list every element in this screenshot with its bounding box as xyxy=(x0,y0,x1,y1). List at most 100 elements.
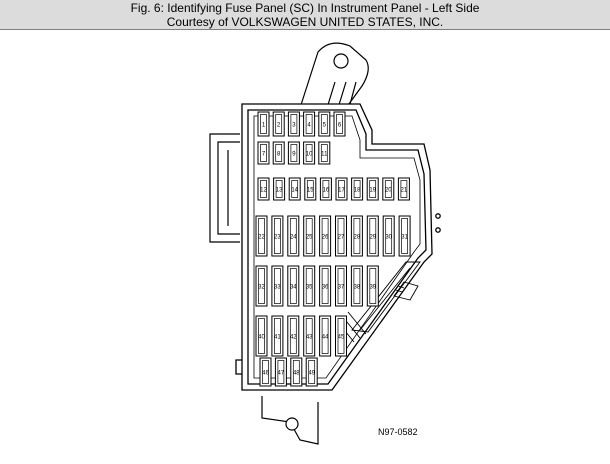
fuse-8: 8 xyxy=(272,141,285,165)
fuse-44: 44 xyxy=(319,315,332,357)
fuse-label: 4 xyxy=(307,123,311,129)
fuse-label: 38 xyxy=(354,285,361,291)
fuse-14: 14 xyxy=(288,177,301,201)
fuse-41: 41 xyxy=(271,315,284,357)
fuse-label: 42 xyxy=(290,335,297,341)
fuse-label: 48 xyxy=(293,371,300,377)
fuse-15: 15 xyxy=(304,177,317,201)
fuse-30: 30 xyxy=(382,215,395,257)
fuse-11: 11 xyxy=(318,141,331,165)
fuse-label: 12 xyxy=(260,188,267,194)
fuse-40: 40 xyxy=(255,315,268,357)
fuse-28: 28 xyxy=(350,215,363,257)
fuse-label: 9 xyxy=(292,152,296,158)
figure-caption: Fig. 6: Identifying Fuse Panel (SC) In I… xyxy=(0,0,610,30)
fuse-7: 7 xyxy=(257,141,270,165)
fuse-2: 2 xyxy=(272,111,285,137)
fuse-label: 44 xyxy=(322,335,329,341)
fuse-label: 10 xyxy=(306,152,313,158)
fuse-38: 38 xyxy=(350,265,363,307)
fuse-label: 6 xyxy=(338,123,342,129)
bottom-mount-tab xyxy=(261,396,319,445)
fuse-label: 13 xyxy=(276,188,283,194)
fuse-label: 28 xyxy=(354,235,361,241)
fuse-37: 37 xyxy=(335,265,347,307)
fuse-label: 37 xyxy=(338,285,345,291)
fuse-16: 16 xyxy=(319,177,332,201)
fuse-label: 43 xyxy=(306,335,313,341)
fuse-label: 31 xyxy=(401,235,408,241)
fuse-32: 32 xyxy=(255,265,268,307)
fuse-24: 24 xyxy=(287,215,300,257)
fuse-46: 46 xyxy=(259,357,272,387)
fuse-label: 20 xyxy=(385,188,392,194)
fuse-label: 17 xyxy=(338,188,345,194)
fuse-label: 30 xyxy=(385,235,392,241)
fuse-21: 21 xyxy=(397,177,410,201)
side-clip xyxy=(209,133,240,243)
fuse-29: 29 xyxy=(366,215,379,257)
fuse-label: 3 xyxy=(292,123,296,129)
fuse-20: 20 xyxy=(382,177,395,201)
reference-code: N97-0582 xyxy=(378,427,418,437)
fuse-42: 42 xyxy=(287,315,300,357)
fuse-label: 25 xyxy=(306,235,313,241)
fuse-label: 21 xyxy=(401,188,408,194)
fuse-label: 8 xyxy=(277,152,281,158)
fuse-label: 23 xyxy=(274,235,281,241)
fuse-label: 49 xyxy=(308,371,315,377)
fuse-22: 22 xyxy=(255,215,268,257)
fuse-39: 39 xyxy=(366,265,379,307)
fuse-43: 43 xyxy=(303,315,316,357)
fuse-13: 13 xyxy=(273,177,286,201)
fuse-33: 33 xyxy=(271,265,284,307)
fuse-23: 23 xyxy=(271,215,284,257)
figure-courtesy: Courtesy of VOLKSWAGEN UNITED STATES, IN… xyxy=(166,15,444,29)
fuse-18: 18 xyxy=(351,177,364,201)
fuse-36: 36 xyxy=(319,265,332,307)
fuse-label: 24 xyxy=(290,235,297,241)
fuse-label: 41 xyxy=(274,335,281,341)
fuse-31: 31 xyxy=(398,215,411,257)
fuse-47: 47 xyxy=(274,357,287,387)
fuse-label: 34 xyxy=(290,285,297,291)
mounting-bracket xyxy=(299,42,369,109)
fuse-label: 5 xyxy=(323,123,327,129)
fuse-label: 40 xyxy=(258,335,265,341)
fuse-9: 9 xyxy=(287,141,300,165)
fuse-label: 1 xyxy=(262,123,266,129)
fuse-label: 2 xyxy=(277,123,281,129)
fuse-label: 16 xyxy=(323,188,330,194)
fuse-25: 25 xyxy=(303,215,316,257)
fuse-26: 26 xyxy=(319,215,332,257)
figure-title: Fig. 6: Identifying Fuse Panel (SC) In I… xyxy=(130,1,480,15)
fuse-label: 18 xyxy=(354,188,361,194)
fuse-label: 45 xyxy=(338,335,345,341)
fuse-label: 27 xyxy=(338,235,345,241)
fuse-label: 35 xyxy=(306,285,313,291)
fuse-1: 1 xyxy=(257,111,270,137)
fuse-48: 48 xyxy=(290,357,303,387)
fuse-label: 32 xyxy=(258,285,265,291)
fuse-17: 17 xyxy=(335,177,348,201)
fuse-10: 10 xyxy=(303,141,316,165)
fuse-label: 36 xyxy=(322,285,329,291)
fuse-label: 39 xyxy=(369,285,376,291)
fuse-35: 35 xyxy=(303,265,316,307)
fuse-45: 45 xyxy=(335,315,347,357)
fuse-label: 26 xyxy=(322,235,329,241)
fuse-19: 19 xyxy=(366,177,379,201)
fuse-label: 11 xyxy=(321,152,328,158)
fuse-label: 46 xyxy=(262,371,269,377)
fuse-12: 12 xyxy=(257,177,270,201)
fuse-3: 3 xyxy=(287,111,300,137)
fuse-27: 27 xyxy=(335,215,347,257)
fuse-label: 19 xyxy=(369,188,376,194)
fuse-label: 33 xyxy=(274,285,281,291)
fuse-49: 49 xyxy=(305,357,318,387)
fuse-34: 34 xyxy=(287,265,300,307)
fuse-6: 6 xyxy=(333,111,346,137)
